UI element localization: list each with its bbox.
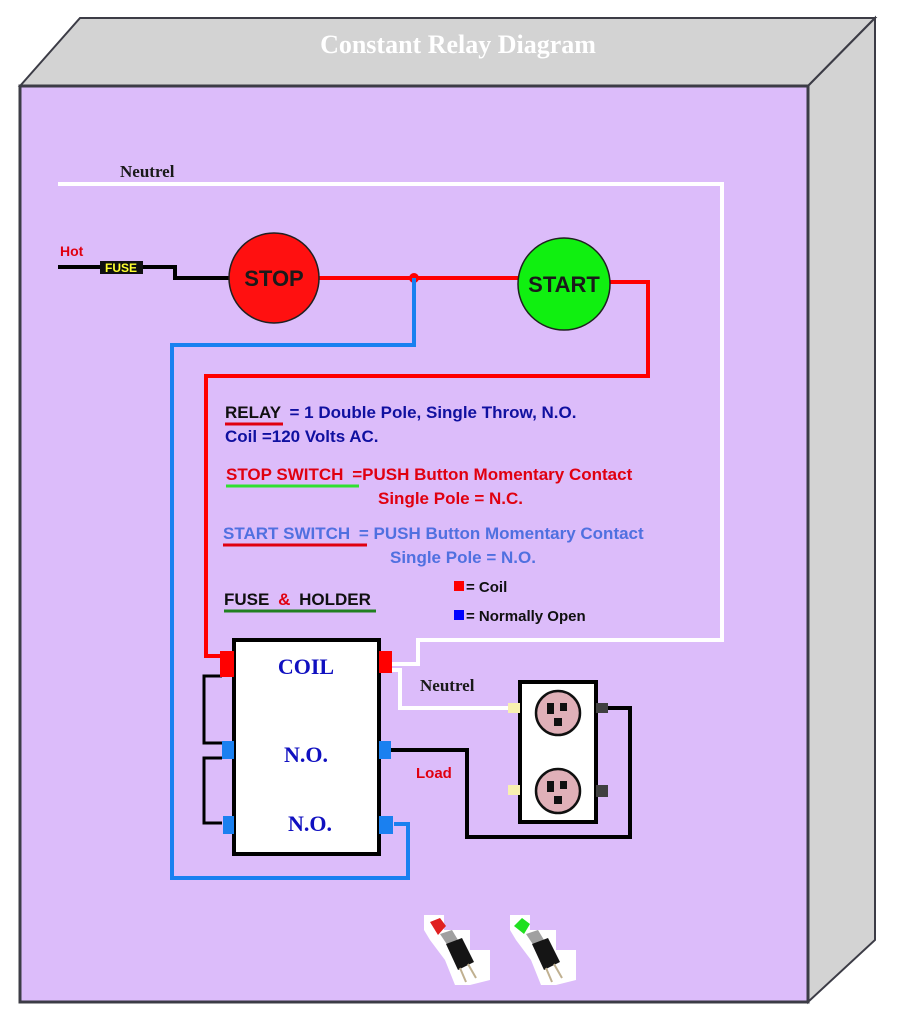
neutral-wire xyxy=(58,182,724,666)
fuse-holder-note: FUSE & HOLDER xyxy=(224,590,371,609)
box-side xyxy=(807,15,876,1005)
legend-coil-label: = Coil xyxy=(466,579,507,596)
neutral-outlet-wire xyxy=(388,668,512,710)
neutral-label-outlet: Neutrel xyxy=(420,676,475,695)
relay-no2-label: N.O. xyxy=(288,811,332,836)
jumper-1 xyxy=(202,674,222,745)
no1-terminal-right xyxy=(379,741,391,759)
fuse-label: FUSE xyxy=(105,261,137,275)
legend-no-label: = Normally Open xyxy=(466,608,586,625)
legend-coil-swatch xyxy=(454,581,464,591)
start-button-label: START xyxy=(528,272,600,297)
stop-switch-note-2: Single Pole = N.C. xyxy=(378,489,523,508)
red-push-button-photo xyxy=(424,915,490,985)
jumper-2 xyxy=(202,756,222,825)
stop-button[interactable] xyxy=(228,232,320,324)
diagram-title: Constant Relay Diagram xyxy=(320,30,596,59)
start-switch-note: START SWITCH = PUSH Button Momentary Con… xyxy=(223,524,644,543)
green-push-button-photo xyxy=(510,915,576,985)
coil-note: Coil =120 Volts AC. xyxy=(225,427,379,446)
start-to-coil-wire xyxy=(204,280,650,658)
outlet-hot-terminal-2 xyxy=(596,785,608,797)
relay-no1-label: N.O. xyxy=(284,742,328,767)
receptacle-1 xyxy=(534,689,582,737)
relay-note: RELAY = 1 Double Pole, Single Throw, N.O… xyxy=(225,403,576,422)
outlet-neutral-terminal-1 xyxy=(508,703,520,713)
outlet-hot-terminal-1 xyxy=(596,703,608,713)
start-button[interactable] xyxy=(517,237,611,331)
outlet-neutral-terminal-2 xyxy=(508,785,520,795)
receptacle-2 xyxy=(534,767,582,815)
load-wire xyxy=(391,706,632,839)
stop-button-label: STOP xyxy=(244,266,304,291)
fuse xyxy=(100,261,143,274)
coil-terminal-left xyxy=(220,651,234,677)
no2-terminal-right xyxy=(379,816,393,834)
no1-terminal-left xyxy=(222,741,234,759)
relay-coil-label: COIL xyxy=(278,654,334,679)
stop-switch-note: STOP SWITCH =PUSH Button Momentary Conta… xyxy=(226,465,633,484)
legend-no-swatch xyxy=(454,610,464,620)
coil-terminal-right xyxy=(379,651,392,673)
load-label: Load xyxy=(416,765,452,782)
hot-label: Hot xyxy=(60,243,84,259)
no2-terminal-left xyxy=(223,816,234,834)
no-wire-blue xyxy=(170,278,416,880)
box-face xyxy=(18,84,810,1004)
neutral-label-top: Neutrel xyxy=(120,162,175,181)
start-switch-note-2: Single Pole = N.O. xyxy=(390,548,536,567)
